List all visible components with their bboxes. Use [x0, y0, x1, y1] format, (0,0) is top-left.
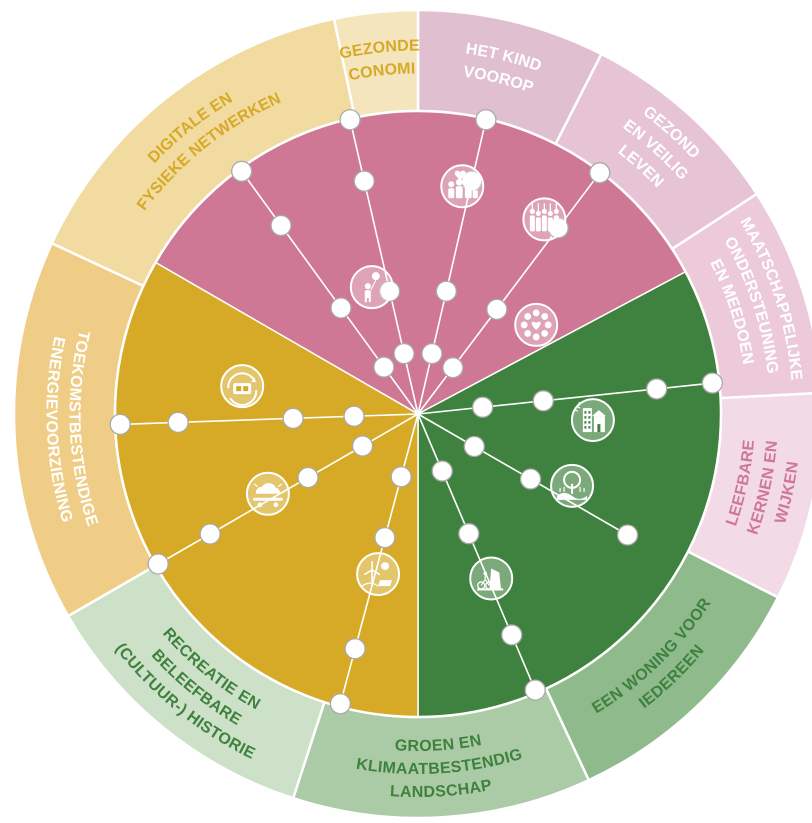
- people-group-icon: [522, 197, 567, 242]
- spoke-node: [374, 526, 396, 549]
- spoke-node: [344, 638, 366, 660]
- spoke-node: [109, 413, 131, 436]
- spoke-node: [373, 356, 395, 378]
- spoke-node: [463, 435, 485, 458]
- spoke-node: [486, 298, 508, 321]
- spoke-node: [353, 170, 375, 192]
- spoke-node: [616, 524, 639, 546]
- spoke-node: [282, 407, 304, 430]
- spoke-node: [343, 405, 365, 427]
- spoke-node: [329, 693, 352, 715]
- housing-buildings-icon: [570, 398, 615, 443]
- inner-disc-border: [113, 109, 723, 719]
- wind-solar-icon: [356, 552, 401, 597]
- network-cloud-icon: [245, 471, 290, 516]
- spoke-node: [475, 109, 497, 131]
- spokes: [109, 109, 724, 715]
- outer-ring: [12, 8, 812, 820]
- spoke-node: [589, 162, 611, 184]
- spoke-node: [431, 460, 453, 482]
- spoke-node: [231, 160, 253, 182]
- community-circle-icon: [514, 302, 559, 347]
- spoke-node: [390, 466, 412, 488]
- spoke-node: [339, 109, 361, 131]
- spoke-node: [199, 523, 221, 545]
- spoke-node: [297, 466, 319, 489]
- spoke-node: [701, 372, 724, 394]
- spoke-node: [471, 396, 494, 418]
- spoke-node: [519, 468, 542, 490]
- tree-landscape-icon: [550, 463, 595, 508]
- spoke-node: [351, 435, 374, 457]
- spoke-node: [524, 679, 546, 701]
- spoke-node: [147, 553, 169, 575]
- spoke-node: [442, 357, 464, 379]
- spoke-node: [646, 378, 668, 400]
- spoke-node: [330, 297, 352, 319]
- spoke-node: [532, 390, 554, 412]
- theme-icons: [220, 164, 615, 601]
- economy-cycle-icon: [220, 364, 265, 409]
- child-balloon-icon: [349, 265, 394, 310]
- spoke-node: [421, 342, 443, 365]
- spoke-node: [167, 411, 189, 434]
- family-heart-icon: [440, 164, 485, 209]
- spoke-node: [501, 624, 523, 646]
- spoke-node: [379, 280, 401, 302]
- spoke-node: [435, 280, 457, 302]
- spoke-node: [270, 214, 292, 237]
- windmill-cyclist-icon: [469, 556, 514, 601]
- spoke-gezond-en-veilig-leven: [349, 119, 419, 415]
- spoke-node: [458, 523, 480, 545]
- spoke-node: [393, 342, 415, 365]
